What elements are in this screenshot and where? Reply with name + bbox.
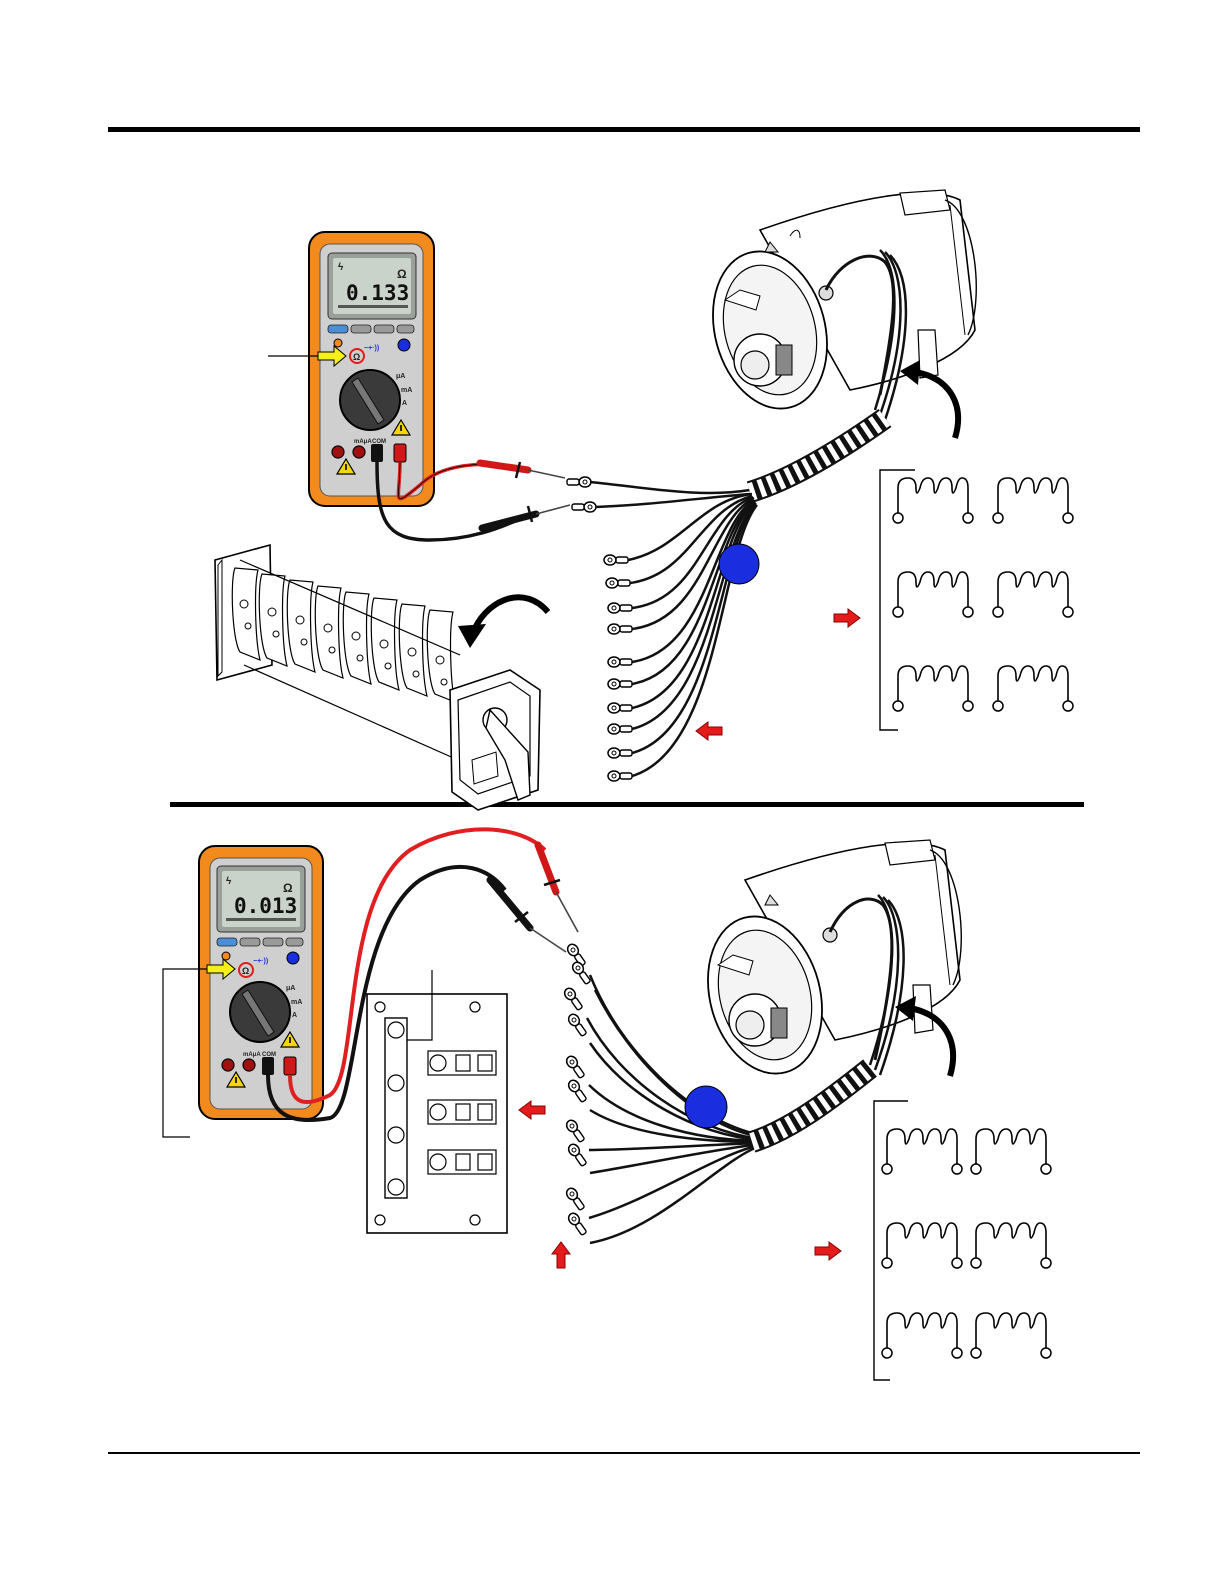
generator-bottom [691, 840, 961, 1087]
coil-winding-4 [993, 572, 1073, 617]
ohm-symbol-icon: Ω [397, 267, 407, 281]
svg-text:A: A [292, 1012, 297, 1019]
multimeter-bottom: ϟ Ω 0.013 Ω −+·)) μA mA A mAμA COM [199, 846, 323, 1119]
coil-winding-2 [993, 478, 1073, 523]
winding-schematic-bottom [874, 1101, 1051, 1380]
coil-winding-4 [971, 1223, 1051, 1268]
header-rule [108, 127, 1140, 132]
coil-winding-1 [893, 478, 973, 523]
red-arrow-icon [696, 722, 722, 740]
callout-marker-bottom [685, 1086, 727, 1128]
spiral-wrap-top [750, 418, 885, 492]
spiral-wrap-bottom [752, 1068, 870, 1142]
red-arrow-icon [552, 1242, 570, 1268]
lead-terminals-top [604, 555, 632, 781]
lightning-icon: ϟ [338, 262, 344, 273]
generator-top [696, 190, 976, 422]
coil-winding-3 [893, 572, 973, 617]
footer-rule [108, 1452, 1140, 1454]
svg-text:mAμA: mAμA [354, 439, 372, 445]
black-probe-top [482, 505, 570, 528]
svg-text:μA: μA [396, 373, 405, 380]
svg-text:mA: mA [291, 999, 302, 1006]
red-probe-bottom [538, 845, 578, 932]
red-arrow-icon [815, 1242, 841, 1260]
lightning-icon: ϟ [226, 876, 232, 887]
svg-text:Ω: Ω [242, 966, 249, 976]
svg-text:−+·)): −+·)) [253, 958, 268, 965]
coil-winding-2 [971, 1129, 1051, 1174]
winding-schematic-top [880, 470, 1073, 730]
meter-reading-bottom: 0.013 [234, 894, 297, 918]
lead-terminals-bottom [562, 942, 592, 1236]
red-arrow-icon [834, 609, 860, 627]
svg-text:Ω: Ω [353, 352, 360, 362]
coil-winding-5 [893, 666, 973, 711]
coil-winding-6 [993, 666, 1073, 711]
svg-text:−+·)): −+·)) [364, 345, 379, 352]
terminal-board [367, 994, 507, 1233]
red-arrow-icon [519, 1101, 545, 1119]
coil-winding-1 [882, 1129, 962, 1174]
meter-reading-top: 0.133 [346, 281, 409, 305]
rotary-selector-switch [215, 545, 540, 810]
curved-arrow-icon [475, 597, 548, 628]
callout-marker-top [719, 544, 759, 584]
red-probe-top [480, 462, 565, 478]
section-divider [170, 802, 1084, 807]
svg-text:A: A [402, 400, 407, 407]
coil-winding-3 [882, 1223, 962, 1268]
multimeter-top: ϟ Ω 0.133 Ω −+·)) μA mA A mAμA COM [309, 232, 434, 506]
svg-text:μA: μA [286, 985, 295, 992]
ohm-symbol-icon: Ω [283, 881, 293, 895]
svg-text:mA: mA [401, 387, 412, 394]
svg-text:mAμA: mAμA [243, 1052, 261, 1058]
curved-arrow-icon [915, 372, 958, 438]
coil-winding-6 [971, 1313, 1051, 1358]
coil-winding-5 [882, 1313, 962, 1358]
